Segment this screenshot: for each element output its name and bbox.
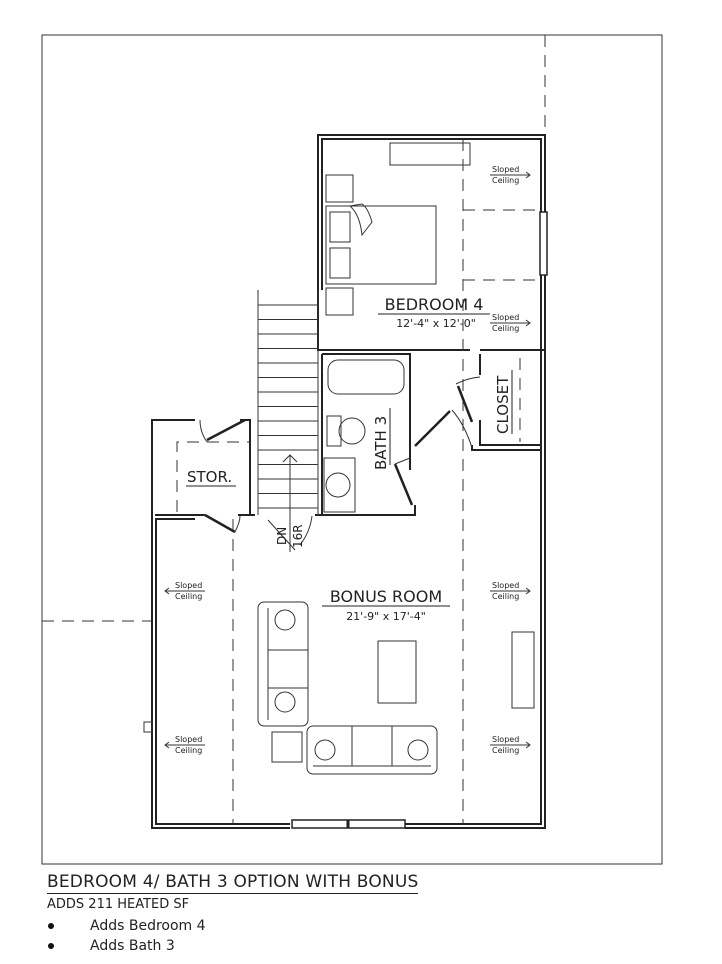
bedroom-furniture	[325, 142, 471, 316]
toilet-bowl	[338, 417, 366, 445]
stair-risers-label: 16R	[291, 524, 305, 548]
doors	[199, 376, 481, 546]
storage-label: STOR.	[187, 468, 232, 486]
sloped-label: Sloped	[492, 581, 519, 590]
bed	[325, 205, 437, 285]
stair-dn-label: DN	[275, 527, 289, 545]
bathtub	[327, 359, 405, 395]
tv-console	[511, 631, 535, 709]
option-subtitle: ADDS 211 HEATED SF	[47, 897, 190, 912]
ceiling-label: Ceiling	[492, 592, 519, 601]
sloped-label: Sloped	[175, 735, 202, 744]
dresser	[389, 142, 471, 166]
arrow-icon	[490, 171, 531, 179]
ceiling-label: Ceiling	[492, 324, 519, 333]
bath3-label: BATH 3	[372, 416, 390, 470]
drawing-frame	[41, 34, 663, 865]
sink	[325, 472, 351, 498]
sofa	[257, 601, 309, 727]
coffee-table	[377, 640, 417, 704]
ceiling-label: Ceiling	[175, 746, 202, 755]
arrow-icon	[490, 587, 531, 595]
ceiling-label: Ceiling	[492, 746, 519, 755]
bonus-furniture	[143, 601, 535, 775]
toilet-tank	[326, 415, 342, 447]
sloped-ceiling-lines	[176, 139, 538, 824]
bonus-room-label: BONUS ROOM	[330, 587, 442, 606]
closet-label: CLOSET	[494, 375, 512, 434]
sloped-label: Sloped	[492, 313, 519, 322]
nightstand	[325, 287, 354, 316]
bedroom4-label: BEDROOM 4	[385, 295, 484, 314]
staircase	[257, 290, 319, 552]
ceiling-label: Ceiling	[175, 592, 202, 601]
bullet-item: Adds Bath 3	[48, 938, 175, 954]
bath-fixtures	[323, 359, 405, 513]
arrow-icon	[164, 741, 205, 749]
sloped-label: Sloped	[492, 735, 519, 744]
sofa	[306, 725, 438, 775]
sloped-label: Sloped	[175, 581, 202, 590]
bullet-item: Adds Bedroom 4	[48, 918, 206, 934]
arrow-icon	[490, 319, 531, 327]
nightstand	[325, 174, 354, 203]
arrow-icon	[490, 741, 531, 749]
bedroom4-size: 12'-4" x 12'-0"	[396, 317, 476, 330]
bonus-room-size: 21'-9" x 17'-4"	[346, 610, 426, 623]
room-labels: BEDROOM 4 12'-4" x 12'-0" BATH 3 CLOSET …	[186, 295, 513, 623]
sloped-label: Sloped	[492, 165, 519, 174]
arrow-icon	[164, 587, 205, 595]
vanity	[323, 457, 356, 513]
end-table	[271, 731, 303, 763]
ceiling-label: Ceiling	[492, 176, 519, 185]
option-title: BEDROOM 4/ BATH 3 OPTION WITH BONUS	[47, 872, 419, 894]
